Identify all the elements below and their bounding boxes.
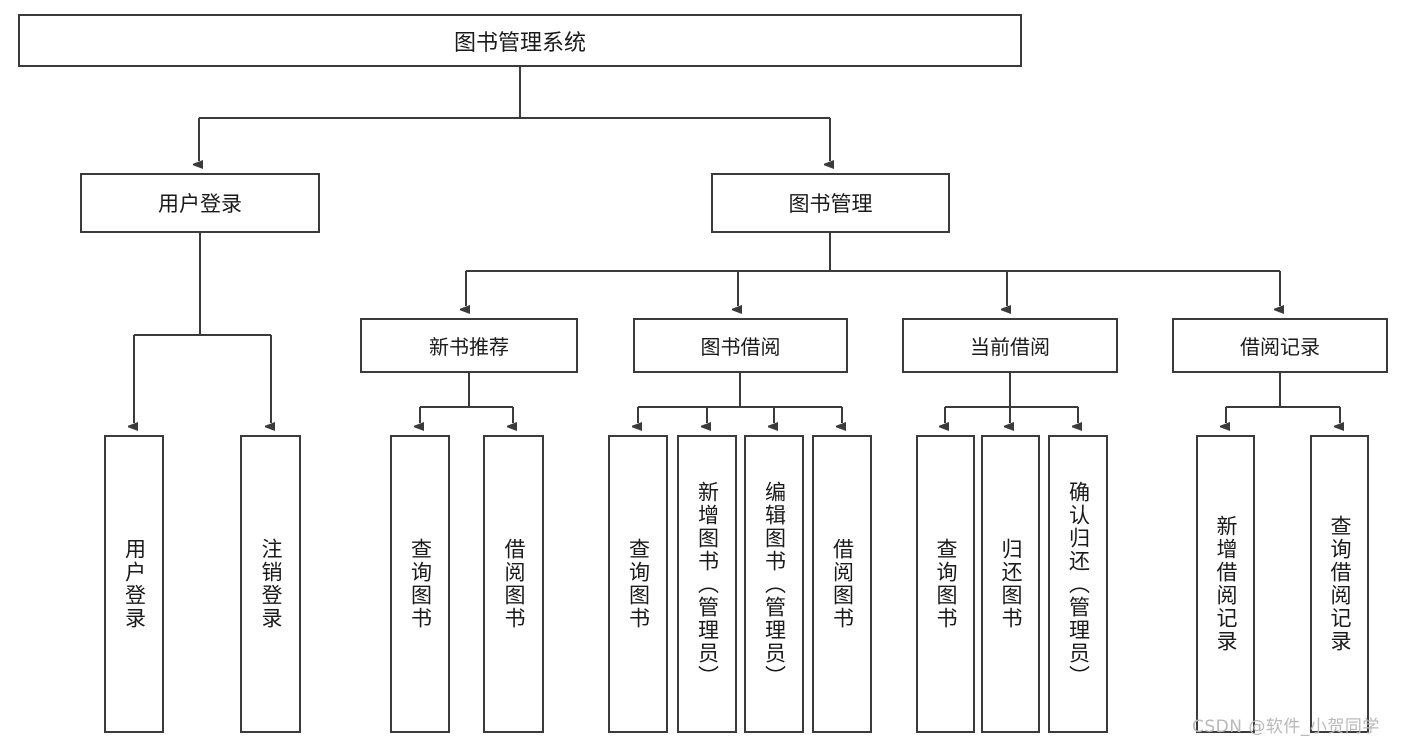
level3-node-label: 新书推荐 (429, 335, 509, 359)
leaf-node-label: 查询图书 (934, 538, 958, 630)
leaf-node-6[interactable]: 编辑图书（管理员） (744, 435, 804, 733)
leaf-node-4[interactable]: 查询图书 (608, 435, 668, 733)
leaf-node-label: 归还图书 (999, 538, 1023, 630)
leaf-node-10[interactable]: 确认归还（管理员） (1048, 435, 1108, 733)
level3-node-label: 借阅记录 (1240, 335, 1320, 359)
leaf-node-label: 查询图书 (408, 538, 433, 630)
leaf-node-label: 新增图书（管理员） (695, 480, 720, 688)
leaf-node-label: 查询借阅记录 (1328, 515, 1352, 653)
level2-node-0[interactable]: 用户登录 (80, 173, 320, 233)
level3-node-1[interactable]: 图书借阅 (633, 318, 848, 373)
root-node-0[interactable]: 图书管理系统 (18, 14, 1022, 67)
leaf-node-1[interactable]: 注销登录 (240, 435, 301, 733)
leaf-node-11[interactable]: 新增借阅记录 (1196, 435, 1255, 733)
leaf-node-5[interactable]: 新增图书（管理员） (677, 435, 737, 733)
root-node-label: 图书管理系统 (453, 30, 586, 56)
leaf-node-label: 确认归还（管理员） (1066, 480, 1091, 688)
leaf-node-7[interactable]: 借阅图书 (812, 435, 872, 733)
leaf-node-3[interactable]: 借阅图书 (483, 435, 544, 733)
leaf-node-9[interactable]: 归还图书 (981, 435, 1040, 733)
level3-node-3[interactable]: 借阅记录 (1172, 318, 1388, 373)
level2-node-1[interactable]: 图书管理 (711, 173, 950, 233)
level3-node-label: 当前借阅 (970, 335, 1050, 359)
leaf-node-label: 编辑图书（管理员） (762, 480, 787, 688)
leaf-node-2[interactable]: 查询图书 (390, 435, 450, 733)
level3-node-0[interactable]: 新书推荐 (360, 318, 578, 373)
leaf-node-0[interactable]: 用户登录 (104, 435, 164, 733)
leaf-node-label: 借阅图书 (502, 538, 526, 630)
level3-node-2[interactable]: 当前借阅 (902, 318, 1118, 373)
leaf-node-12[interactable]: 查询借阅记录 (1310, 435, 1369, 733)
level2-node-label: 用户登录 (158, 192, 242, 216)
leaf-node-8[interactable]: 查询图书 (916, 435, 975, 733)
tree-connectors (134, 67, 1340, 423)
leaf-node-label: 用户登录 (122, 538, 147, 630)
leaf-node-label: 新增借阅记录 (1214, 515, 1238, 653)
level3-node-label: 图书借阅 (700, 335, 781, 359)
leaf-node-label: 查询图书 (626, 538, 651, 630)
level2-node-label: 图书管理 (788, 192, 873, 216)
leaf-node-label: 注销登录 (259, 538, 283, 630)
leaf-node-label: 借阅图书 (830, 538, 855, 630)
